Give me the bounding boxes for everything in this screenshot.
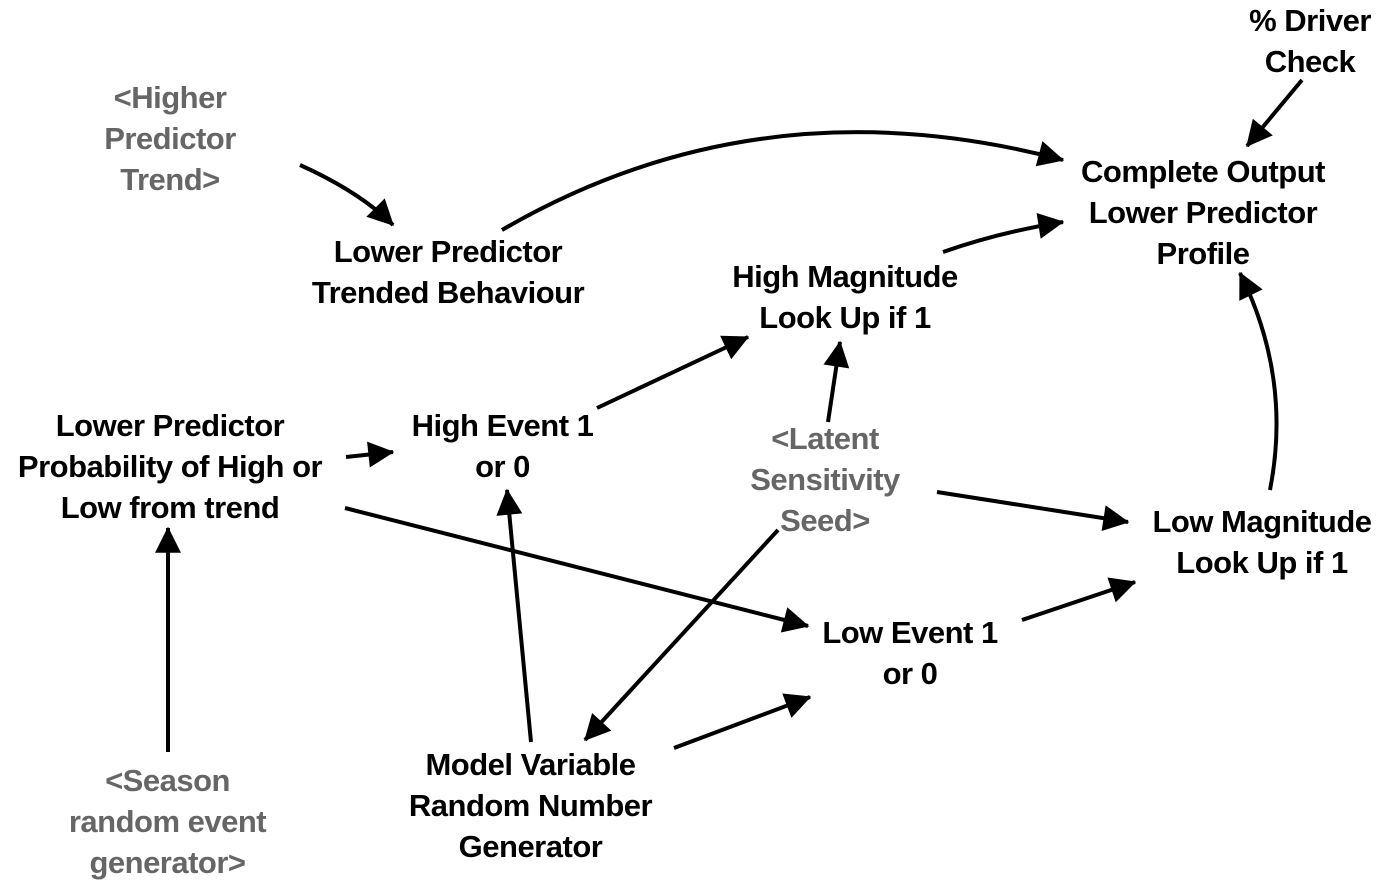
node-high-magnitude-look-up: High Magnitude Look Up if 1 xyxy=(695,256,995,338)
node-line: High Event 1 xyxy=(411,408,594,443)
arrow-low-event-to-low-magnitude xyxy=(1021,577,1137,622)
node-line: Seed> xyxy=(780,503,870,538)
node-low-magnitude-look-up: Low Magnitude Look Up if 1 xyxy=(1122,501,1400,583)
node-line: Probability of High or xyxy=(17,449,323,484)
arrow-high-event-to-high-magnitude xyxy=(596,335,750,410)
arrow-probability-to-low-event xyxy=(344,506,810,633)
node-line: Lower Predictor xyxy=(55,408,285,443)
node-high-event: High Event 1 or 0 xyxy=(385,405,620,487)
node-line: Complete Output xyxy=(1081,154,1325,189)
node-line: <Higher xyxy=(113,80,227,115)
node-line: generator> xyxy=(89,845,246,880)
node-higher-predictor-trend: <Higher Predictor Trend> xyxy=(80,77,260,200)
arrow-latent-seed-to-high-magnitude xyxy=(823,340,850,423)
node-line: Low Magnitude xyxy=(1152,504,1372,539)
node-line: Look Up if 1 xyxy=(1176,545,1348,580)
node-line: Random Number xyxy=(408,788,653,823)
node-line: Check xyxy=(1264,44,1356,79)
arrow-driver-check-to-complete-output xyxy=(1245,78,1304,148)
node-lower-predictor-probability: Lower Predictor Probability of High or L… xyxy=(0,405,340,528)
node-line: Lower Predictor xyxy=(1088,195,1318,230)
node-line: <Latent xyxy=(771,421,879,456)
node-line: random event xyxy=(68,804,267,839)
node-line: Profile xyxy=(1156,236,1250,271)
node-line: Trend> xyxy=(120,162,220,197)
node-line: Look Up if 1 xyxy=(759,300,931,335)
node-complete-output-lower-predictor-profile: Complete Output Lower Predictor Profile xyxy=(1053,151,1353,274)
node-line: High Magnitude xyxy=(732,259,958,294)
node-percent-driver-check: % Driver Check xyxy=(1230,0,1390,82)
node-line: <Season xyxy=(105,763,230,798)
node-season-random-event-generator: <Season random event generator> xyxy=(40,760,295,883)
arrow-trended-behaviour-to-complete-output xyxy=(500,130,1065,232)
node-line: Trended Behaviour xyxy=(311,275,585,310)
node-line: Generator xyxy=(458,829,603,864)
node-line: % Driver xyxy=(1249,3,1371,38)
arrow-probability-to-high-event xyxy=(345,441,395,468)
node-low-event: Low Event 1 or 0 xyxy=(795,612,1025,694)
node-model-variable-random-number-generator: Model Variable Random Number Generator xyxy=(378,744,683,867)
arrow-random-number-generator-to-low-event xyxy=(673,693,812,750)
node-line: Model Variable xyxy=(425,747,636,782)
arrow-latent-seed-to-low-magnitude xyxy=(936,490,1130,532)
node-line: or 0 xyxy=(882,656,938,691)
arrow-higher-predictor-trend-to-trended-behaviour xyxy=(299,163,395,227)
node-line: Low Event 1 xyxy=(822,615,998,650)
arrow-high-magnitude-to-complete-output xyxy=(942,213,1065,254)
node-line: Predictor xyxy=(104,121,236,156)
node-line: Lower Predictor xyxy=(333,234,563,269)
node-line: Sensitivity xyxy=(750,462,900,497)
node-latent-sensitivity-seed: <Latent Sensitivity Seed> xyxy=(725,418,925,541)
node-line: or 0 xyxy=(475,449,530,484)
arrow-random-number-generator-to-high-event xyxy=(496,488,533,743)
arrow-latent-seed-to-random-number-generator xyxy=(583,528,780,742)
arrow-low-magnitude-to-complete-output xyxy=(1238,271,1279,491)
node-line: Low from trend xyxy=(60,490,280,525)
node-lower-predictor-trended-behaviour: Lower Predictor Trended Behaviour xyxy=(258,231,638,313)
